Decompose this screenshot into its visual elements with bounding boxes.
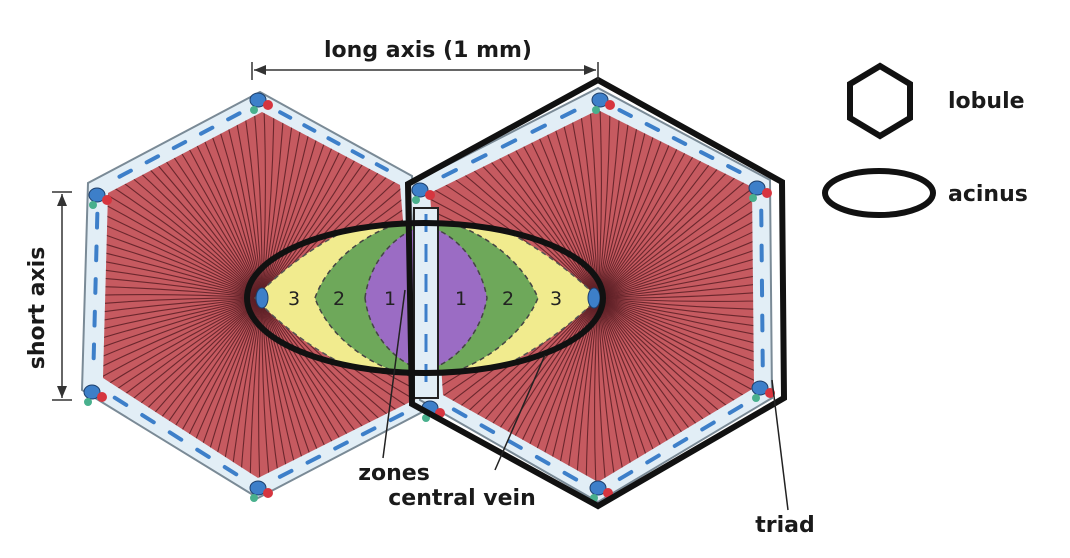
zone-label-right-2: 2 <box>502 288 514 310</box>
short-axis-label: short axis <box>25 247 50 370</box>
bile-duct <box>89 201 97 209</box>
bile-duct <box>412 196 420 204</box>
hepatic-artery <box>605 100 615 110</box>
hepatic-artery <box>263 100 273 110</box>
legend-lobule-label: lobule <box>948 89 1025 114</box>
bile-duct <box>749 194 757 202</box>
zone-label-left-2: 2 <box>333 288 345 310</box>
zone-label-right-3: 3 <box>550 288 562 310</box>
bile-duct <box>752 394 760 402</box>
zone-label-right-1: 1 <box>455 288 467 310</box>
bile-duct <box>250 106 258 114</box>
long-axis-label: long axis (1 mm) <box>324 38 532 63</box>
hepatic-artery <box>425 190 435 200</box>
bile-duct <box>592 106 600 114</box>
bile-duct <box>84 398 92 406</box>
central-vein-right <box>588 288 600 308</box>
legend-acinus-icon <box>825 171 933 215</box>
hepatic-artery <box>263 488 273 498</box>
triad-label: triad <box>755 513 815 538</box>
long-axis-dimension <box>252 62 598 80</box>
short-axis-dimension <box>52 192 72 400</box>
central-vein-strip <box>414 208 438 398</box>
hepatic-artery <box>102 195 112 205</box>
hepatic-artery <box>762 188 772 198</box>
legend-acinus-label: acinus <box>948 182 1028 207</box>
bile-duct <box>250 494 258 502</box>
legend-lobule-icon <box>850 66 910 136</box>
central-vein-left <box>256 288 268 308</box>
zone-label-left-1: 1 <box>384 288 396 310</box>
legend: lobule acinus <box>825 66 1028 215</box>
zones-label: zones <box>358 461 430 486</box>
zone-label-left-3: 3 <box>288 288 300 310</box>
central-vein-label: central vein <box>388 486 536 511</box>
hepatic-artery <box>97 392 107 402</box>
